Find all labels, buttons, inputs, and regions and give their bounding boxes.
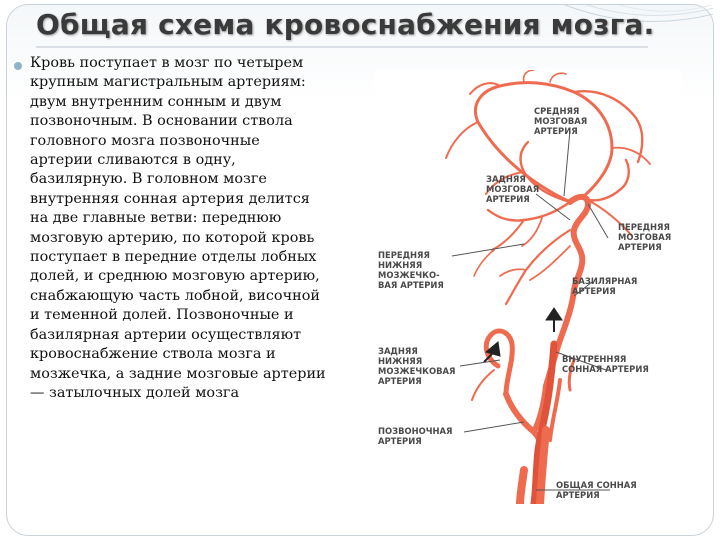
label-posterior-inferior-cerebellar-artery: ЗАДНЯЯ НИЖНЯЯ МОЗЖЕЧКОВАЯ АРТЕРИЯ (378, 346, 456, 386)
common-carotid-artery (516, 466, 528, 508)
anterior-cerebral-artery-branch (572, 90, 644, 164)
arteries-illustration: СРЕДНЯЯ МОЗГОВАЯ АРТЕРИЯ ЗАДНЯЯ МОЗГОВАЯ… (374, 69, 682, 508)
arteries-diagram (445, 69, 651, 508)
flow-arrow-icon-2 (483, 341, 501, 363)
internal-carotid-artery (530, 340, 558, 508)
label-middle-cerebral-artery: СРЕДНЯЯ МОЗГОВАЯ АРТЕРИЯ (534, 106, 588, 136)
page-title: Общая схема кровоснабжения мозга. (36, 8, 655, 41)
label-vertebral-artery: ПОЗВОНОЧНАЯ АРТЕРИЯ (378, 426, 453, 446)
bullet-icon (14, 62, 22, 70)
posterior-inferior-cerebellar-loop (483, 328, 515, 397)
label-posterior-cerebral-artery: ЗАДНЯЯ МОЗГОВАЯ АРТЕРИЯ (486, 174, 540, 204)
label-common-carotid-artery: ОБЩАЯ СОННАЯ АРТЕРИЯ (556, 480, 637, 500)
corner-decoration (563, 5, 713, 22)
flow-arrow-icon (545, 307, 563, 332)
label-anterior-cerebral-artery: ПЕРЕДНЯЯ МОЗГОВАЯ АРТЕРИЯ (618, 222, 672, 252)
label-anterior-inferior-cerebellar-artery: ПЕРЕДНЯЯ НИЖНЯЯ МОЗЖЕЧКО- ВАЯ АРТЕРИЯ (378, 250, 444, 290)
body-paragraph: Кровь поступает в мозг по четырем крупны… (30, 54, 326, 403)
label-basilar-artery: БАЗИЛЯРНАЯ АРТЕРИЯ (572, 276, 638, 296)
internal-carotid-siphon (567, 194, 591, 293)
body-text: Кровь поступает в мозг по четырем крупны… (30, 55, 326, 401)
label-internal-carotid-artery: ВНУТРЕННЯЯ СОННАЯ АРТЕРИЯ (562, 354, 649, 374)
title-divider (36, 46, 648, 48)
